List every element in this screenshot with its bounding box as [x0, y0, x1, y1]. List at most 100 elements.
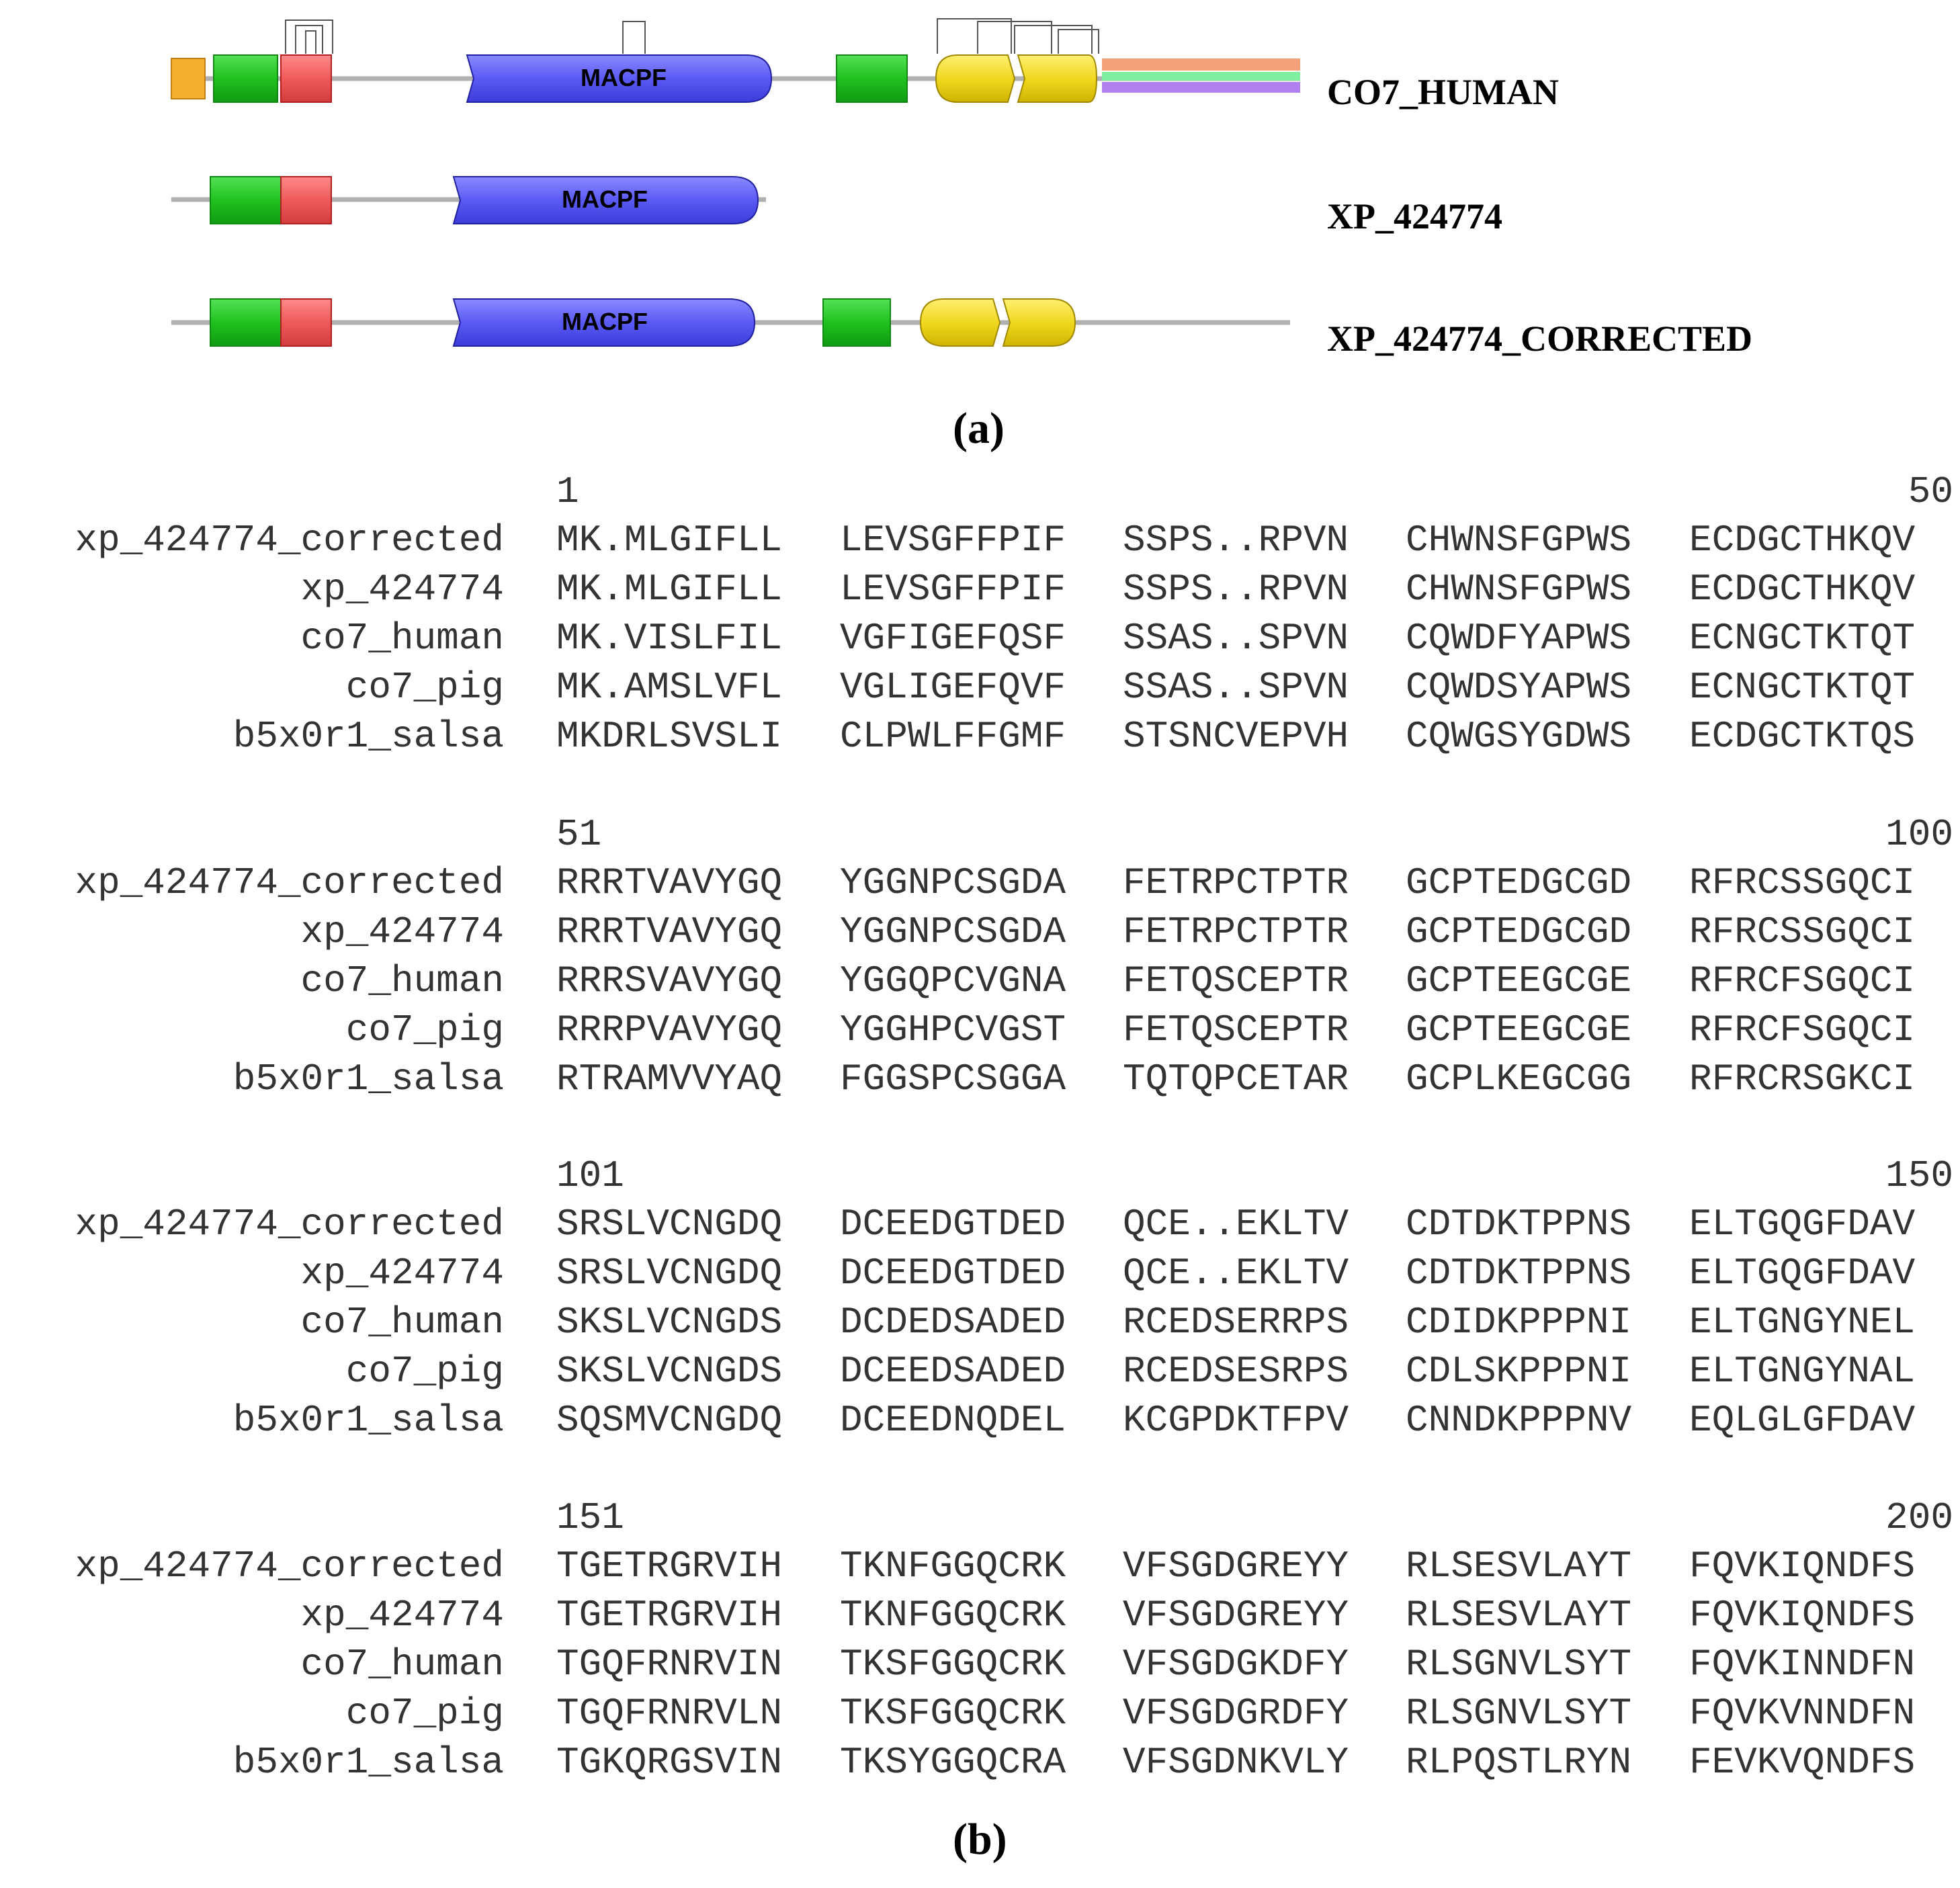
- sequence-segment: RLSGNVLSYT: [1406, 1643, 1632, 1686]
- sequence-segment: VGLIGEFQVF: [840, 666, 1066, 709]
- sequence-segment: MK.VISLFIL: [556, 617, 783, 660]
- sequence-segment: SRSLVCNGDQ: [556, 1203, 783, 1246]
- sequence-segment: TGQFRNRVIN: [556, 1643, 783, 1686]
- disulfide-brackets: [285, 18, 1099, 54]
- sequence-segment: YGGNPCSGDA: [840, 910, 1066, 953]
- protein-label: XP_424774_CORRECTED: [1327, 318, 1752, 359]
- sequence-name: xp_424774: [300, 1594, 504, 1637]
- sequence-segment: VFSGDGREYY: [1123, 1594, 1349, 1637]
- tsp1-domain: [822, 298, 891, 347]
- sequence-segment: CQWDFYAPWS: [1406, 617, 1632, 660]
- tsp1-domain: [836, 54, 908, 103]
- sequence-segment: CQWDSYAPWS: [1406, 666, 1632, 709]
- sequence-segment: LEVSGFFPIF: [840, 519, 1066, 562]
- sequence-segment: CNNDKPPPNV: [1406, 1399, 1632, 1442]
- macpf-label: MACPF: [581, 64, 667, 91]
- sequence-segment: FQVKVNNDFN: [1689, 1692, 1916, 1735]
- macpf-label: MACPF: [562, 308, 648, 335]
- sequence-segment: ECNGCTKTQT: [1689, 666, 1916, 709]
- sequence-name: xp_424774_corrected: [75, 1545, 504, 1588]
- sequence-segment: RCEDSESRPS: [1123, 1350, 1349, 1393]
- sequence-segment: DCEEDGTDED: [840, 1203, 1066, 1246]
- ldla-domain: [280, 54, 332, 103]
- sequence-segment: RFRCFSGQCI: [1689, 959, 1916, 1002]
- sequence-segment: SSPS..RPVN: [1123, 568, 1349, 611]
- position-start: 101: [556, 1154, 624, 1197]
- sequence-segment: ECDGCTHKQV: [1689, 519, 1916, 562]
- sequence-segment: RLSESVLAYT: [1406, 1594, 1632, 1637]
- factor-i-segment: [1102, 58, 1300, 71]
- sequence-segment: TGETRGRVIH: [556, 1594, 783, 1637]
- sequence-segment: TGETRGRVIH: [556, 1545, 783, 1588]
- macpf-domain: [452, 298, 756, 347]
- sequence-segment: TKNFGGQCRK: [840, 1545, 1066, 1588]
- position-end: 50: [1908, 470, 1953, 513]
- sequence-segment: TGKQRGSVIN: [556, 1741, 783, 1784]
- sequence-segment: YGGNPCSGDA: [840, 861, 1066, 904]
- sequence-segment: MK.AMSLVFL: [556, 666, 783, 709]
- domain-architecture-diagram: MACPF CO7_HUMAN MACPF XP_424774 MACPF: [171, 18, 1752, 359]
- sequence-segment: TGQFRNRVLN: [556, 1692, 783, 1735]
- sequence-segment: VFSGDGREYY: [1123, 1545, 1349, 1588]
- sequence-name: b5x0r1_salsa: [232, 1399, 504, 1442]
- sequence-segment: FGGSPCSGGA: [840, 1058, 1066, 1101]
- position-start: 51: [556, 813, 602, 856]
- sequence-segment: RCEDSERRPS: [1123, 1301, 1349, 1344]
- sequence-segment: RRRSVAVYGQ: [556, 959, 783, 1002]
- sequence-segment: RFRCSSGQCI: [1689, 861, 1916, 904]
- sequence-name: co7_human: [300, 1301, 504, 1344]
- sequence-segment: MK.MLGIFLL: [556, 519, 783, 562]
- sequence-segment: DCEEDGTDED: [840, 1252, 1066, 1295]
- sequence-segment: MK.MLGIFLL: [556, 568, 783, 611]
- sequence-segment: CDTDKTPPNS: [1406, 1252, 1632, 1295]
- sequence-name: co7_pig: [345, 666, 504, 709]
- tsp1-domain: [210, 176, 282, 224]
- sequence-segment: KCGPDKTFPV: [1123, 1399, 1349, 1442]
- sequence-segment: SSAS..SPVN: [1123, 666, 1349, 709]
- sequence-name: co7_human: [300, 1643, 504, 1686]
- macpf-domain: [452, 176, 759, 224]
- sequence-segment: SKSLVCNGDS: [556, 1301, 783, 1344]
- sequence-segment: GCPLKEGCGG: [1406, 1058, 1632, 1101]
- sequence-segment: FQVKIQNDFS: [1689, 1594, 1916, 1637]
- sequence-segment: ELTGNGYNEL: [1689, 1301, 1916, 1344]
- macpf-domain: [466, 54, 773, 103]
- signal-peptide: [171, 58, 206, 99]
- tsp1-domain: [210, 298, 282, 347]
- sequence-segment: EQLGLGFDAV: [1689, 1399, 1916, 1442]
- sequence-segment: VGFIGEFQSF: [840, 617, 1066, 660]
- position-start: 151: [556, 1496, 624, 1539]
- sequence-segment: CQWGSYGDWS: [1406, 715, 1632, 758]
- sequence-segment: FQVKIQNDFS: [1689, 1545, 1916, 1588]
- sequence-segment: RLSGNVLSYT: [1406, 1692, 1632, 1735]
- position-end: 100: [1885, 813, 1953, 856]
- sequence-segment: RLSESVLAYT: [1406, 1545, 1632, 1588]
- sequence-segment: ELTGQGFDAV: [1689, 1252, 1916, 1295]
- protein-label: XP_424774: [1327, 196, 1502, 237]
- sequence-segment: YGGHPCVGST: [840, 1009, 1066, 1052]
- sequence-segment: MKDRLSVSLI: [556, 715, 783, 758]
- sequence-segment: CDTDKTPPNS: [1406, 1203, 1632, 1246]
- sequence-segment: FQVKINNDFN: [1689, 1643, 1916, 1686]
- sequence-name: xp_424774_corrected: [75, 519, 504, 562]
- sequence-segment: LEVSGFFPIF: [840, 568, 1066, 611]
- ldla-domain: [280, 298, 332, 347]
- sequence-segment: SSAS..SPVN: [1123, 617, 1349, 660]
- macpf-label: MACPF: [562, 185, 648, 213]
